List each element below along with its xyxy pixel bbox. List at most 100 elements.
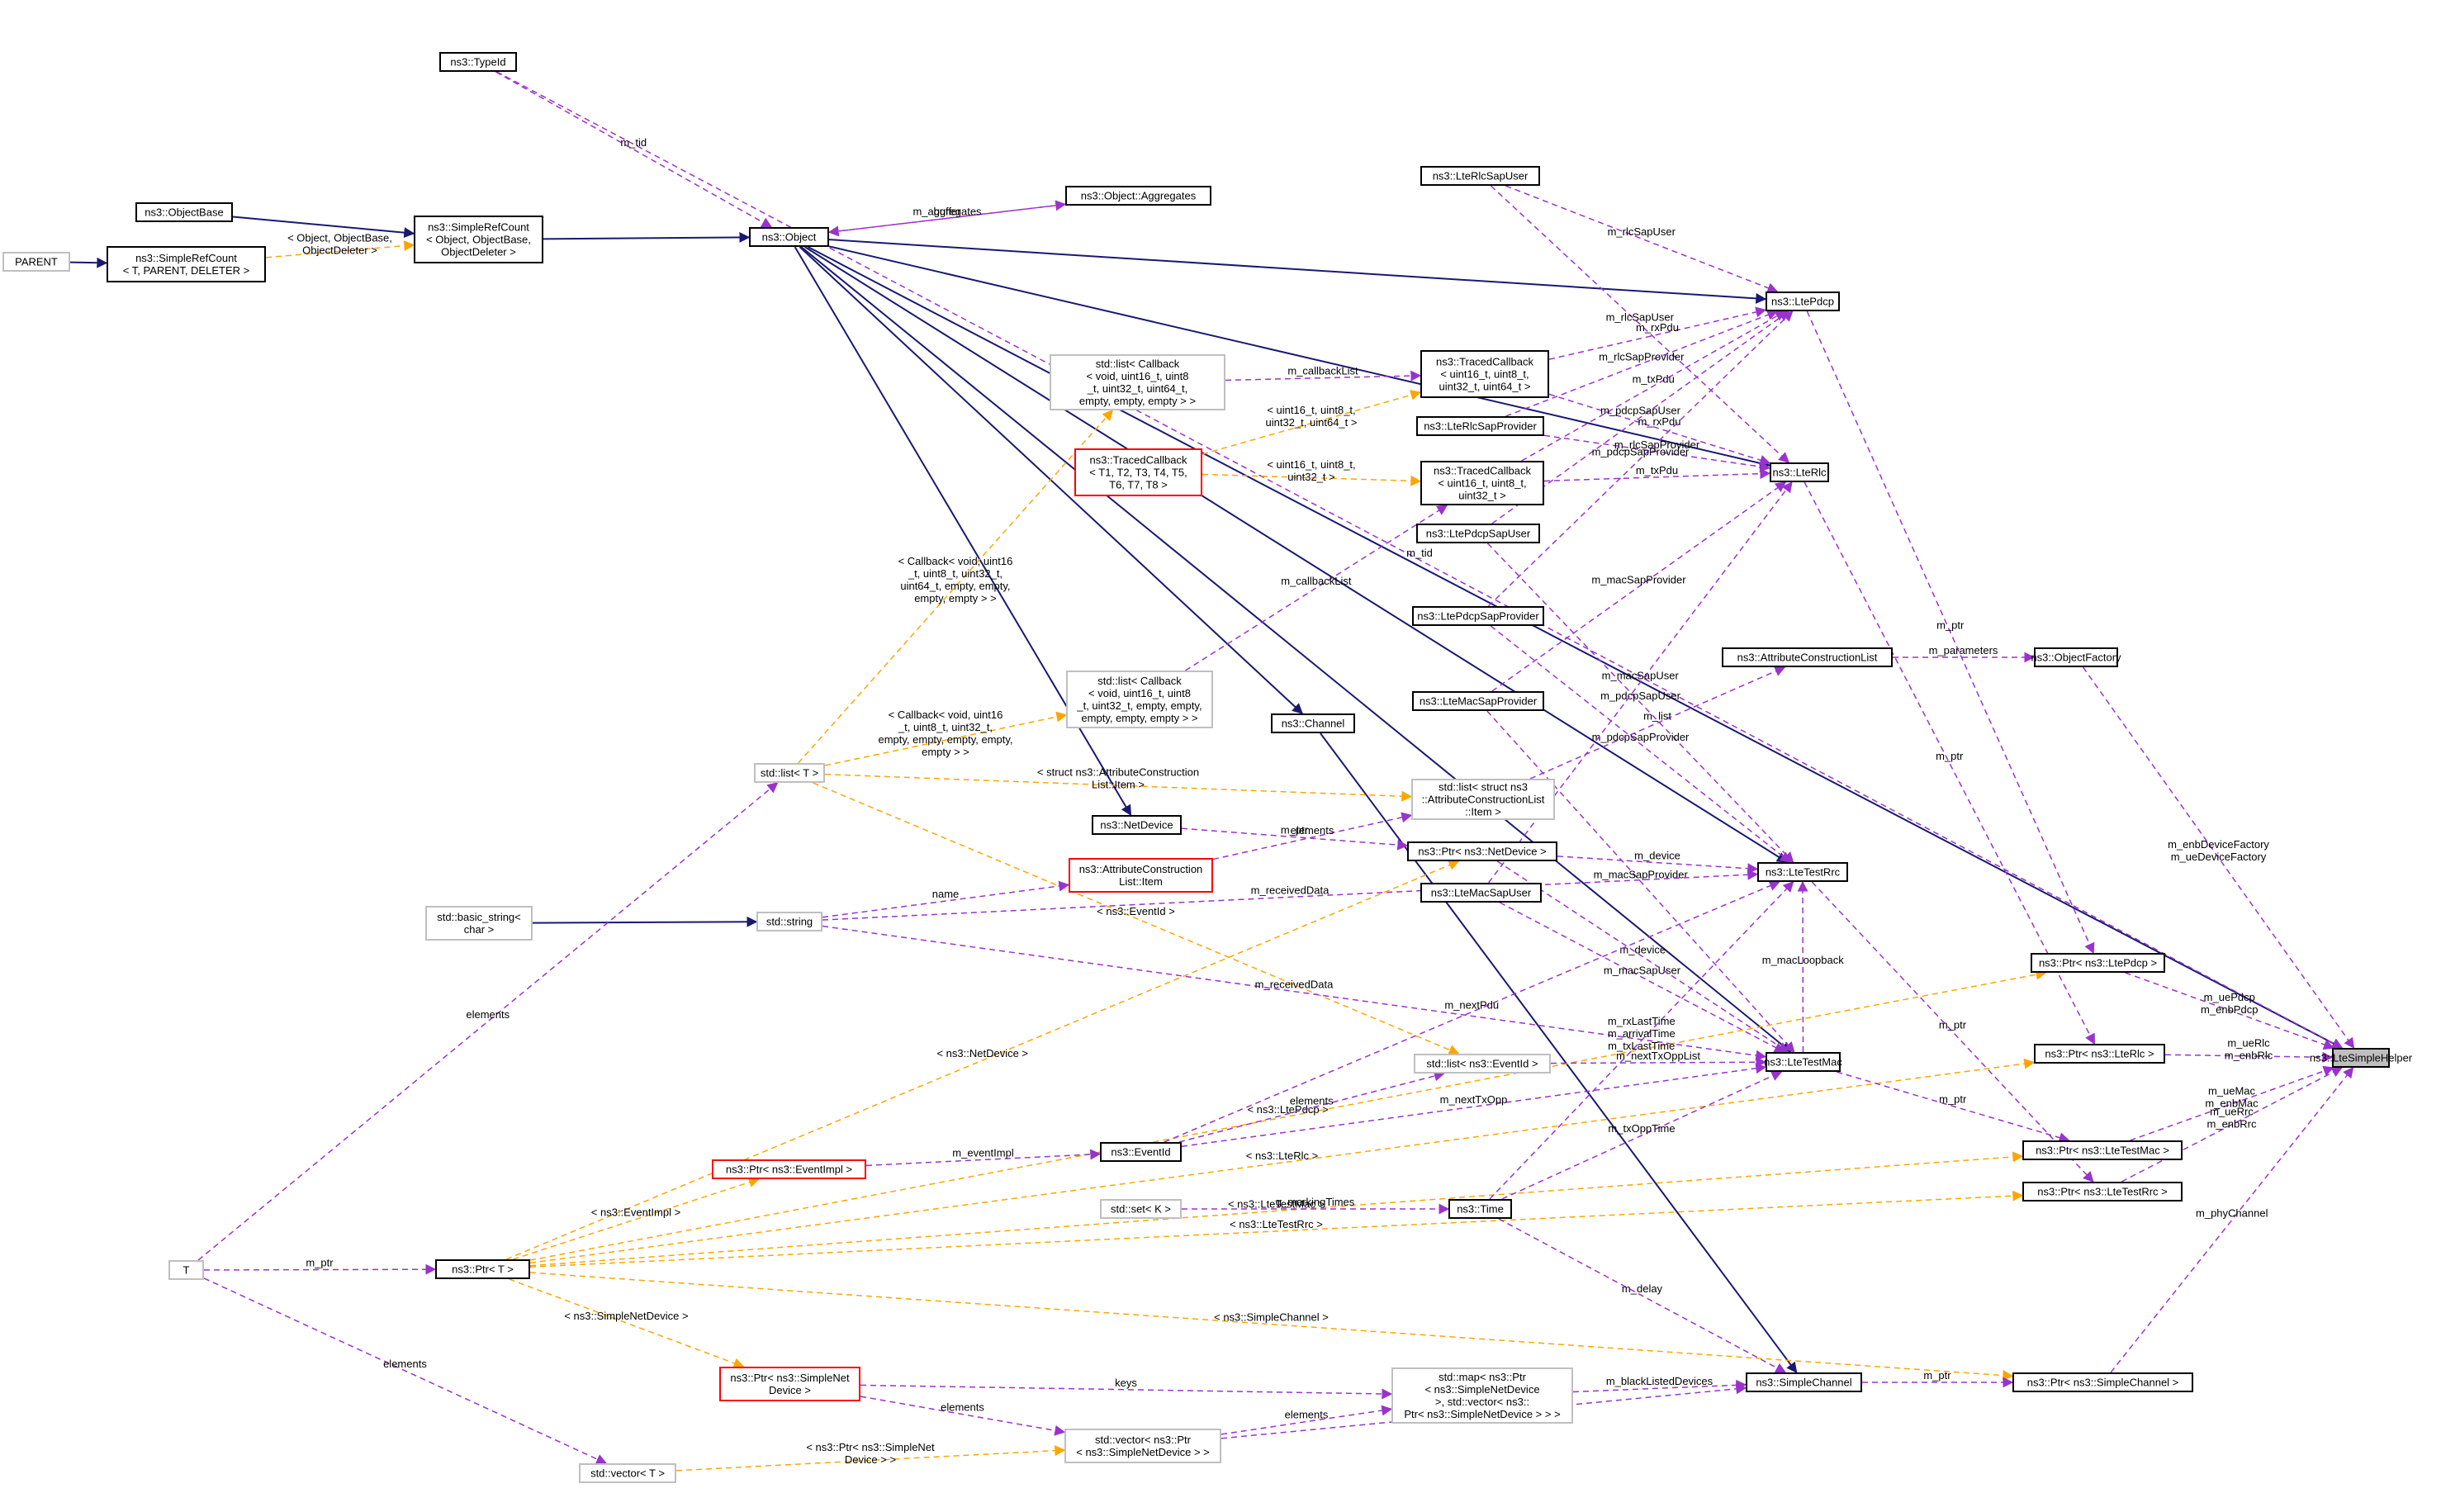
node-label: ns3::Channel [1282,718,1345,730]
node-TracedCb32[interactable]: ns3::TracedCallback< uint16_t, uint8_t,u… [1420,461,1544,505]
node-PtrLtePdcp[interactable]: ns3::Ptr< ns3::LtePdcp > [2031,953,2165,973]
node-PtrNetDevice[interactable]: ns3::Ptr< ns3::NetDevice > [1407,841,1557,861]
edge-label: m_rlcSapProvider [1614,438,1700,451]
node-LteRlcSapProvider[interactable]: ns3::LteRlcSapProvider [1416,416,1544,436]
node-TypeId[interactable]: ns3::TypeId [439,52,517,72]
node-box [719,1367,860,1401]
node-Object[interactable]: ns3::Object [749,227,829,247]
node-PtrLteTestMac[interactable]: ns3::Ptr< ns3::LteTestMac > [2022,1140,2183,1160]
node-SimpleChannel[interactable]: ns3::SimpleChannel [1746,1372,1862,1392]
edge-line [529,1151,2024,1267]
node-PARENT[interactable]: PARENT [2,252,70,272]
node-EventId[interactable]: ns3::EventId [1100,1142,1182,1162]
node-ListCb32[interactable]: std::list< Callback< void, uint16_t, uin… [1066,671,1213,728]
node-T[interactable]: T [168,1260,204,1280]
node-label: < T1, T2, T3, T4, T5, [1089,467,1187,479]
node-AttrItem[interactable]: ns3::AttributeConstructionList::Item [1069,858,1213,893]
edge-Time-to-SimpleChannel: m_delay [1498,1218,1787,1373]
edge-line [2110,1066,2354,1373]
node-VectorT[interactable]: std::vector< T > [579,1463,676,1483]
node-LteMacSapUser[interactable]: ns3::LteMacSapUser [1420,883,1542,903]
node-label: ns3::Ptr< ns3::SimpleNet [730,1372,850,1384]
node-label: ns3::LtePdcpSapProvider [1417,610,1539,623]
node-label: _t, uint32_t, uint64_t, [1087,382,1187,395]
node-Time[interactable]: ns3::Time [1448,1199,1512,1219]
node-Channel[interactable]: ns3::Channel [1271,713,1355,733]
edge-TypeId-to-Object: m_tid [495,71,773,228]
edge-line [1505,310,1779,417]
edge-label: m_pdcpSapUser [1600,405,1680,417]
node-TracedCbT[interactable]: ns3::TracedCallback< T1, T2, T3, T4, T5,… [1074,448,1202,496]
node-BasicString[interactable]: std::basic_string<char > [425,906,533,941]
node-box [1420,350,1549,398]
edge-label: < ns3::LteTestRrc > [1230,1218,1323,1230]
edge-line [1543,468,1771,482]
edge-T-to-PtrT: m_ptr [203,1257,437,1275]
edge-line [822,869,1759,921]
node-PtrSimpleChannel[interactable]: ns3::Ptr< ns3::SimpleChannel > [2012,1372,2193,1392]
node-LtePdcpSapProvider[interactable]: ns3::LtePdcpSapProvider [1412,606,1544,626]
edge-line [1202,390,1422,455]
node-ObjectBase[interactable]: ns3::ObjectBase [135,202,233,222]
node-box [2022,1140,2183,1160]
node-PtrLteTestRrc[interactable]: ns3::Ptr< ns3::LteTestRrc > [2022,1182,2183,1202]
node-PtrT[interactable]: ns3::Ptr< T > [435,1259,530,1279]
node-PtrSimpleNetDevice[interactable]: ns3::Ptr< ns3::SimpleNetDevice > [719,1367,860,1401]
edge-label: empty, empty > > [914,592,996,604]
node-VectorPtr[interactable]: std::vector< ns3::Ptr< ns3::SimpleNetDev… [1064,1429,1221,1463]
node-box [1092,815,1182,835]
edge-label: m_eventImpl [952,1146,1014,1159]
node-ListT[interactable]: std::list< T > [754,763,825,783]
edge-line [1185,505,1448,671]
node-box [107,246,266,282]
edge-label: m_ptr [1923,1369,1951,1382]
node-PtrLteRlc[interactable]: ns3::Ptr< ns3::LteRlc > [2034,1044,2165,1064]
node-LtePdcpSapUser[interactable]: ns3::LtePdcpSapUser [1416,524,1540,543]
edge-VectorT-to-VectorPtr: < ns3::Ptr< ns3::SimpleNetDevice > > [675,1441,1066,1472]
node-label: ns3::Ptr< ns3::SimpleChannel > [2027,1377,2179,1389]
edge-SimpleRefCountT-to-SimpleRefCountObj: < Object, ObjectBase,ObjectDeleter > [265,232,415,258]
edge-PtrSimpleChannel-to-LteSimpleHelper: m_phyChannel [2110,1066,2354,1373]
node-LteTestRrc[interactable]: ns3::LteTestRrc [1757,862,1848,882]
node-label: uint32_t > [1458,490,1505,502]
node-box [756,912,822,931]
edge-PtrT-to-PtrNetDevice: < ns3::NetDevice > [505,860,1460,1260]
node-TracedCb64[interactable]: ns3::TracedCallback< uint16_t, uint8_t,u… [1420,350,1549,398]
node-ObjectFactory[interactable]: ns3::ObjectFactory [2031,647,2121,667]
edge-line [2082,666,2355,1050]
node-LteTestMac[interactable]: ns3::LteTestMac [1764,1052,1842,1072]
node-ListEventId[interactable]: std::list< ns3::EventId > [1414,1054,1551,1074]
node-LteRlc[interactable]: ns3::LteRlc [1770,462,1829,482]
node-MapBlacklist[interactable]: std::map< ns3::Ptr< ns3::SimpleNetDevice… [1391,1367,1573,1424]
edge-line [1806,310,2095,955]
node-label: ns3::TracedCallback [1436,356,1534,368]
node-LteSimpleHelper[interactable]: ns3::LteSimpleHelper [2310,1048,2413,1068]
node-box [1414,1054,1551,1074]
node-ListCb64[interactable]: std::list< Callback< void, uint16_t, uin… [1050,354,1225,410]
node-label: ns3::LtePdcp [1771,296,1834,308]
edge-label: m_pdcpSapProvider [1592,731,1690,743]
node-SimpleRefCountObj[interactable]: ns3::SimpleRefCount< Object, ObjectBase,… [414,216,543,263]
node-SetK[interactable]: std::set< K > [1100,1199,1182,1219]
node-ListItem[interactable]: std::list< struct ns3::AttributeConstruc… [1411,779,1555,820]
node-NetDevice[interactable]: ns3::NetDevice [1092,815,1182,835]
node-label: std::list< T > [761,767,818,780]
node-LteRlcSapUser[interactable]: ns3::LteRlcSapUser [1420,166,1540,186]
edge-line [1221,1405,1393,1435]
node-LtePdcp[interactable]: ns3::LtePdcp [1766,291,1840,311]
edge-LteRlcSapProvider-to-LteRlc: m_rlcSapProvider [1543,434,1771,472]
edge-line [2164,1051,2334,1063]
node-LteMacSapProvider[interactable]: ns3::LteMacSapProvider [1412,691,1544,711]
node-Aggregates[interactable]: ns3::Object::Aggregates [1065,186,1211,206]
node-label: < uint16_t, uint8_t, [1440,368,1529,381]
edge-label: m_txLastTime [1608,1040,1675,1052]
edge-LteTestMac-to-PtrLteTestMac: m_ptr [1836,1071,2070,1143]
edge-line [1499,902,1785,1053]
node-label: < Object, ObjectBase, [426,234,531,246]
node-AttrConstList[interactable]: ns3::AttributeConstructionList [1722,647,1893,667]
node-SimpleRefCountT[interactable]: ns3::SimpleRefCount< T, PARENT, DELETER … [107,246,266,282]
node-String[interactable]: std::string [756,912,822,931]
node-PtrEventImpl[interactable]: ns3::Ptr< ns3::EventImpl > [712,1159,866,1179]
node-box [1448,1199,1512,1219]
edge-PtrT-to-PtrLteRlc: < ns3::LteRlc > [529,1058,2036,1264]
